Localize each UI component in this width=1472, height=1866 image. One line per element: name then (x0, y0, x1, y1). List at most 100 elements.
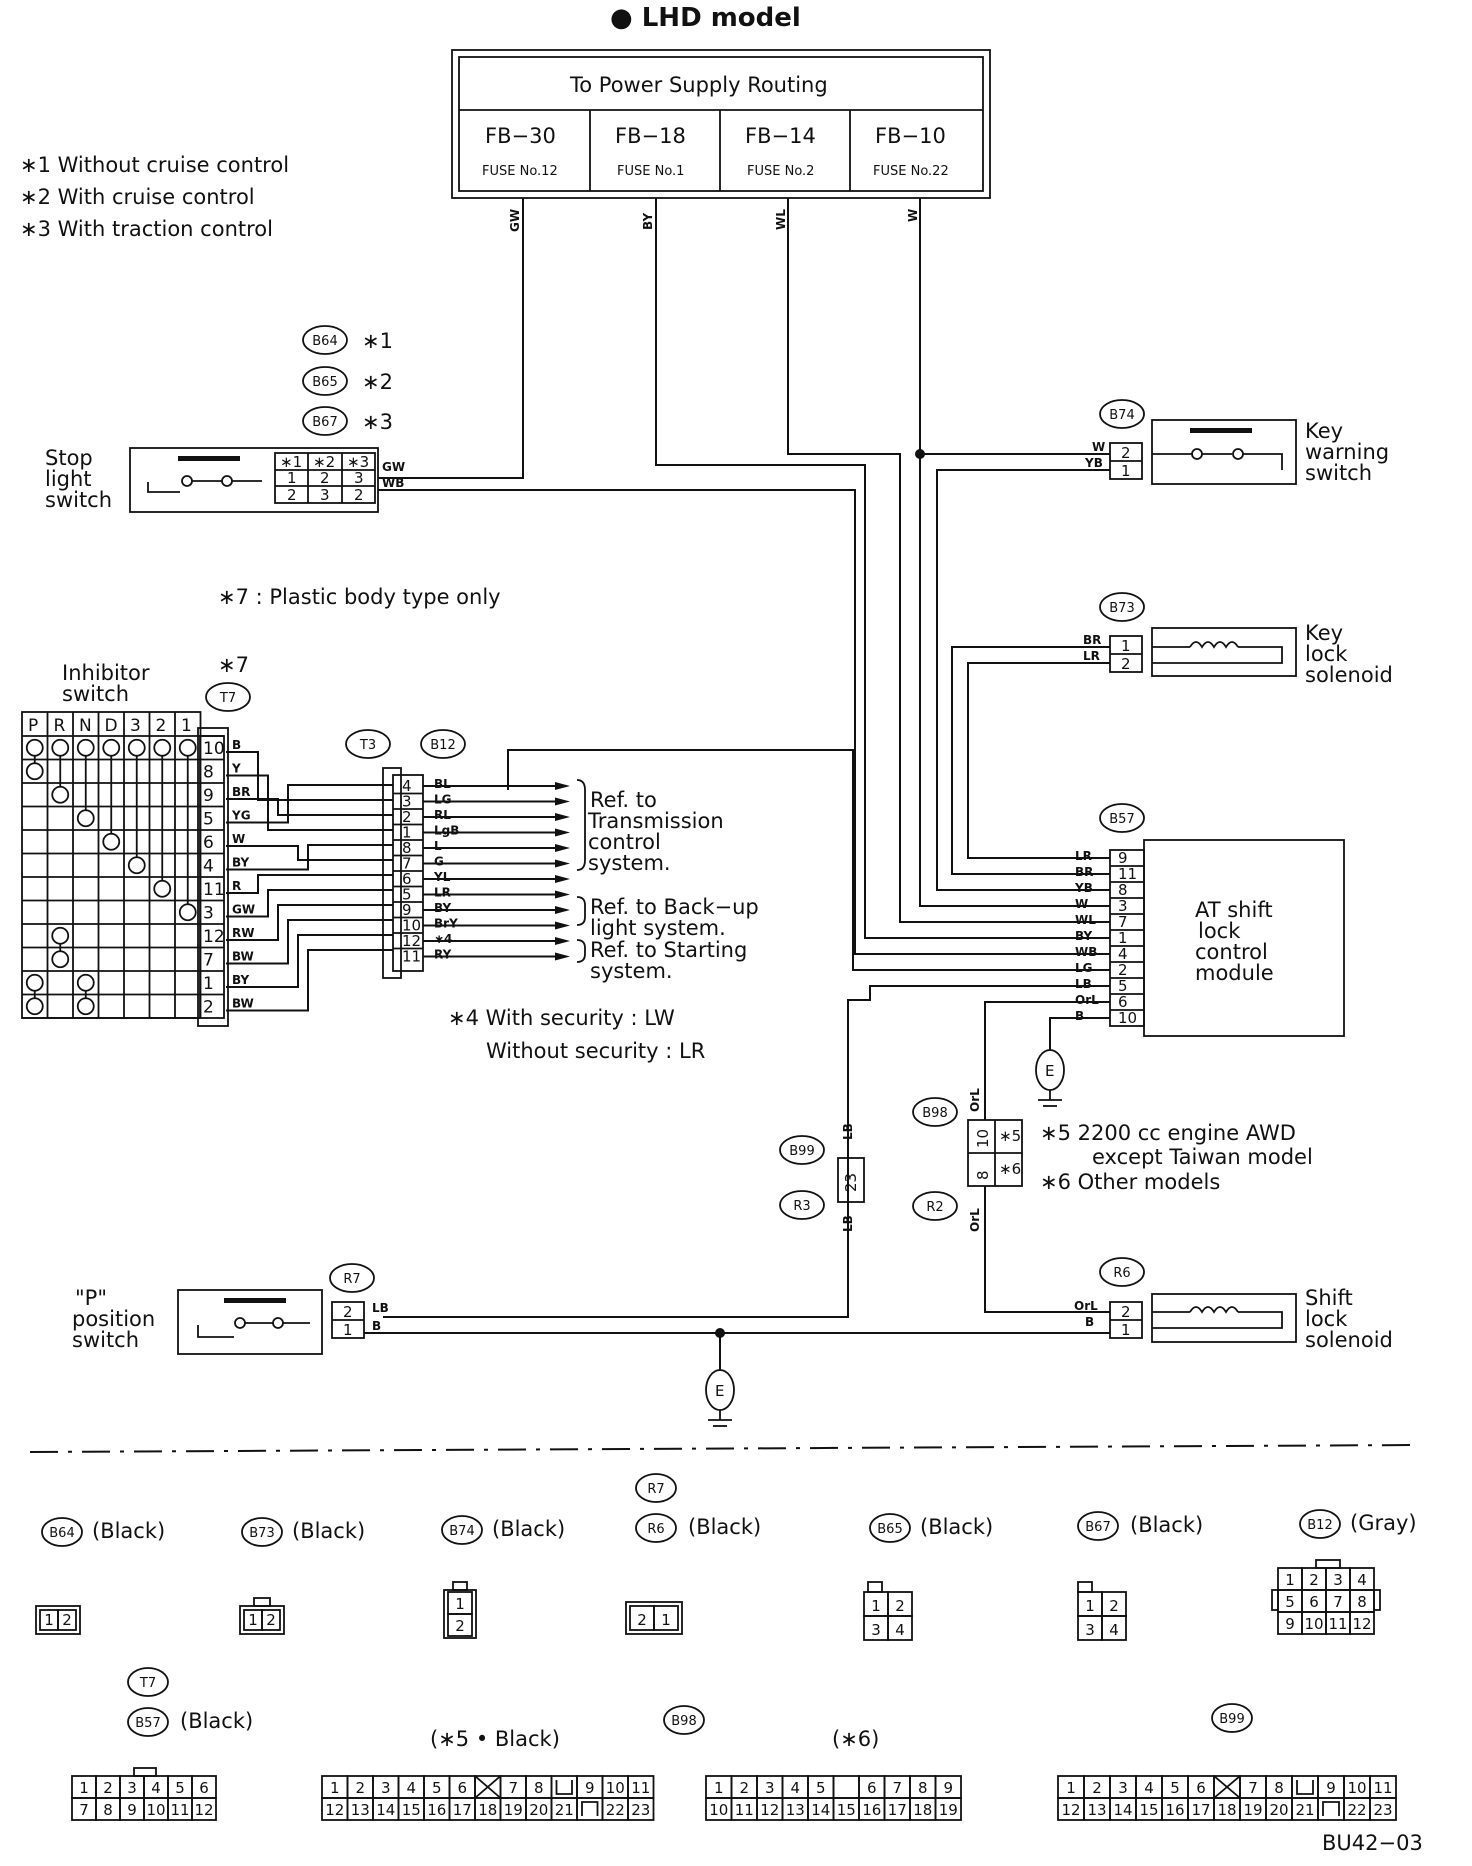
inh-pin-11: 11 (203, 880, 225, 900)
legend-b57-connector-pin: 2 (103, 1779, 113, 1797)
legend-b98-note5: (∗5 • Black) (430, 1727, 560, 1751)
legend-b64-color: (Black) (92, 1519, 165, 1543)
module-ground: E (1035, 1049, 1065, 1107)
inh-pin-5: 5 (203, 810, 214, 830)
inh-pos-6: 1 (181, 716, 192, 736)
fuse-fb18-number: FUSE No.1 (617, 164, 684, 179)
b12-wire-2: RL (434, 808, 451, 822)
legend-b98-24pin-connector-pin: 18 (478, 1801, 497, 1819)
legend-b99-connector-pin: 20 (1269, 1801, 1288, 1819)
b12-wire-8: BY (434, 901, 451, 915)
legend-b99-connector-pin: 8 (1274, 1779, 1284, 1797)
inh-label-1: Inhibitor (62, 661, 150, 685)
stop-r1-3: 3 (354, 469, 364, 487)
power-supply-box: To Power Supply Routing FB−30 FUSE No.12… (451, 49, 991, 199)
p-wire-b: B (372, 1319, 381, 1333)
legend-b74-connector: 12 (447, 1591, 473, 1637)
legend-b12-connector-pin: 5 (1285, 1593, 1295, 1611)
kl-wire-br: BR (1083, 633, 1101, 647)
conn-b67-note: ∗3 (362, 410, 393, 434)
inh-pin-12: 12 (203, 927, 225, 947)
stop-r1-2: 2 (320, 469, 330, 487)
legend-b64-tag: B64 (49, 1526, 74, 1541)
b12-wire-10: ∗4 (434, 932, 452, 946)
legend-b57-connector-pin: 5 (175, 1779, 185, 1797)
conn-b12-tag: B12 (430, 738, 455, 753)
b12-pin-12: 12 (402, 932, 421, 950)
legend-b12-tag: B12 (1307, 1518, 1332, 1533)
fuse-fb14-name: FB−14 (745, 124, 816, 148)
legend-b99-connector-pin: 22 (1347, 1801, 1366, 1819)
module-pin-7: 7 (1118, 913, 1128, 931)
legend-b99-connector-pin: 3 (1118, 1779, 1128, 1797)
connector-b99: B99 LB 23 R3 LB (779, 1123, 865, 1232)
legend-b98-20pin-connector-pin: 18 (913, 1801, 932, 1819)
legend-b65-connector-pin: 1 (871, 1597, 881, 1615)
wire-label-gw: GW (508, 209, 522, 232)
b98-pin-8: 8 (974, 1170, 992, 1180)
b12-pin-1: 1 (402, 824, 412, 842)
legend-b98-20pin-connector-pin: 3 (765, 1779, 775, 1797)
sl-wire-orl: OrL (1074, 1299, 1098, 1313)
inh-pin-10: 10 (203, 739, 225, 759)
b12-wire-9: BrY (434, 917, 458, 931)
p-label-2: position (72, 1307, 155, 1331)
note-3: ∗3 With traction control (20, 217, 273, 241)
legend-b99-connector-pin: 17 (1191, 1801, 1210, 1819)
wire-label-w: W (906, 209, 920, 222)
conn-b74-tag: B74 (1109, 408, 1134, 423)
conn-r2-tag: R2 (926, 1200, 943, 1215)
stop-light-switch: Stop light switch ∗1 ∗2 ∗3 1 2 3 2 3 2 G… (45, 446, 405, 513)
legend-b12-connector-pin: 10 (1304, 1615, 1323, 1633)
inh-wire-8: RW (232, 926, 254, 940)
fuse-fb18: FB−18 FUSE No.1 (615, 124, 686, 179)
b12-pin-9: 9 (402, 901, 412, 919)
legend-b98-20pin-connector-pin: 17 (888, 1801, 907, 1819)
note-5-line2: except Taiwan model (1092, 1145, 1313, 1169)
legend-b57-connector-pin: 4 (151, 1779, 161, 1797)
kl-pin-1: 1 (1121, 637, 1131, 655)
legend-b73-tag: B73 (249, 1526, 274, 1541)
legend-b57-connector-pin: 11 (170, 1801, 189, 1819)
stop-hdr-1: ∗1 (280, 453, 302, 471)
stop-light-label-2: light (45, 467, 92, 491)
legend-b98-20pin-connector-pin: 19 (939, 1801, 958, 1819)
b12-pin-10: 10 (402, 917, 421, 935)
legend-b98-20pin-connector-pin: 7 (892, 1779, 902, 1797)
p-pin-2: 2 (343, 1303, 353, 1321)
inh-wire-5: BY (232, 856, 249, 870)
legend-b98-24pin-connector-pin: 3 (381, 1779, 391, 1797)
legend-b99-connector-pin: 11 (1373, 1779, 1392, 1797)
stop-wire-wb: WB (382, 476, 404, 490)
diagram-title: ● LHD model (610, 3, 801, 33)
stop-r1-1: 1 (287, 469, 297, 487)
ref-texts: Ref. to Transmission control system. Ref… (576, 779, 759, 983)
b98-val-6: ∗6 (999, 1160, 1021, 1178)
legend-b57-color: (Black) (180, 1709, 253, 1733)
inh-wire-0: B (232, 738, 241, 752)
conn-r6-tag: R6 (1113, 1266, 1130, 1281)
note-7: ∗7 : Plastic body type only (218, 585, 501, 609)
ref-start-1: Ref. to Starting (590, 938, 747, 962)
legend-b99-connector-pin: 16 (1165, 1801, 1184, 1819)
legend-b57-connector-pin: 8 (103, 1801, 113, 1819)
module-label-3: control (1195, 940, 1268, 964)
stop-r2-2: 3 (320, 486, 330, 504)
ref-trans-3: control (588, 830, 661, 854)
kw-pin-2: 2 (1121, 444, 1131, 462)
conn-b98-tag: B98 (922, 1106, 947, 1121)
inh-pin-1: 1 (203, 974, 214, 994)
inh-pos-5: 2 (156, 716, 167, 736)
legend-b98-20pin-connector-pin: 2 (739, 1779, 749, 1797)
inh-wire-7: GW (232, 903, 255, 917)
module-pin-8: 8 (1118, 881, 1128, 899)
legend-b98-24pin-connector-pin: 15 (402, 1801, 421, 1819)
module-pin-2: 2 (1118, 961, 1128, 979)
b12-wire-4: L (434, 839, 442, 853)
